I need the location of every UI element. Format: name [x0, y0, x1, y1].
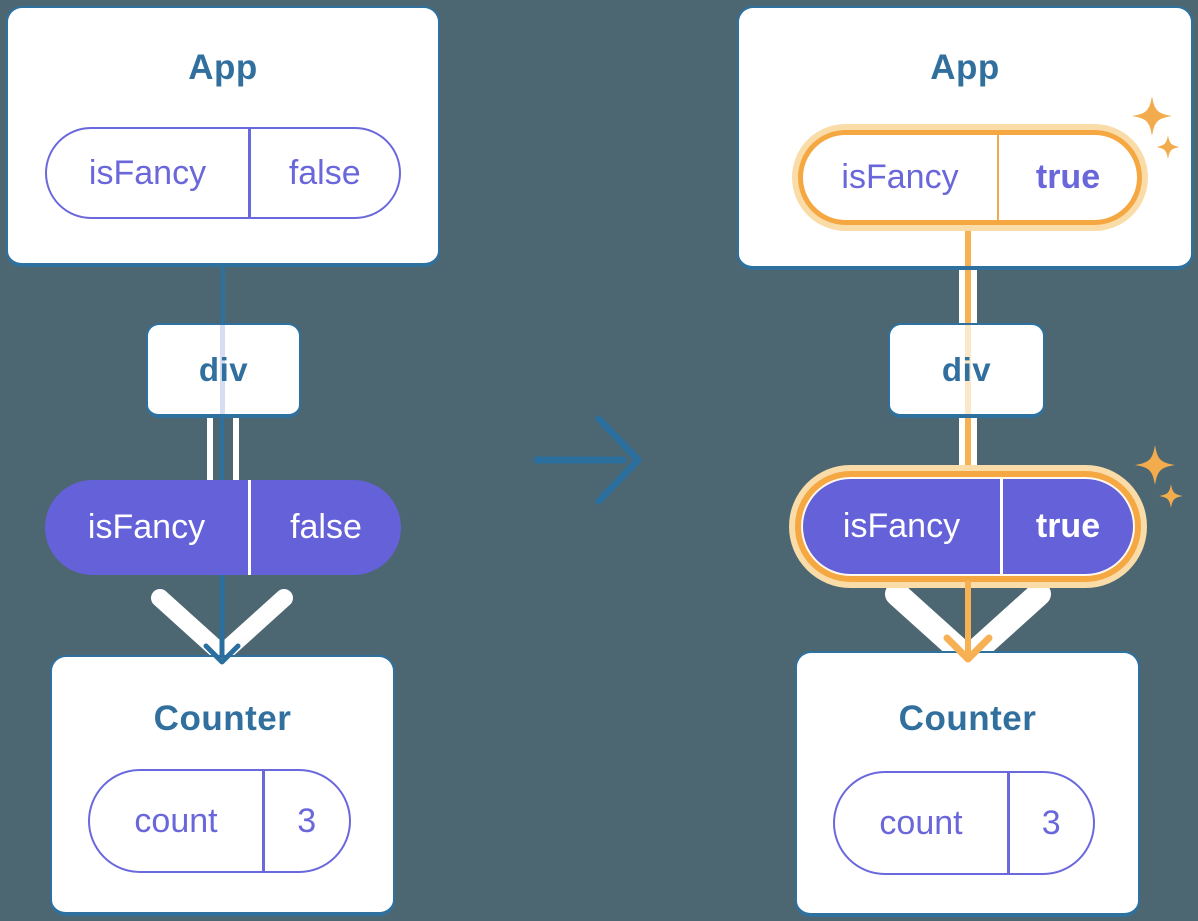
pill-divider [262, 771, 265, 871]
after-connector-left-rail [959, 418, 965, 466]
pill-divider [1000, 479, 1003, 574]
prop-name: isFancy [841, 158, 959, 196]
sparkle-icon [1132, 96, 1180, 159]
after-app-inner-flow-line [965, 225, 971, 266]
after-connector-prop-line [965, 418, 971, 466]
state-name: count [134, 801, 218, 840]
before-counter-state-pill: count 3 [88, 769, 351, 873]
after-connector-left-rail [959, 270, 965, 323]
state-name: count [879, 803, 963, 842]
after-div-card: div [888, 323, 1045, 418]
before-div-label: div [198, 350, 249, 388]
before-counter-card: Counter count 3 [50, 655, 395, 916]
after-passed-prop-pill: isFancy true [803, 479, 1133, 574]
before-counter-title: Counter [153, 699, 292, 738]
arrow-down-icon [203, 575, 241, 665]
arrow-right-icon [533, 415, 642, 505]
before-div-through-line [220, 325, 225, 414]
after-app-card: App isFancy true [737, 6, 1193, 270]
pill-divider [248, 480, 251, 575]
pill-divider [248, 129, 251, 217]
state-value: 3 [1041, 803, 1061, 842]
after-div-label: div [941, 350, 992, 388]
before-app-card: App isFancy false [6, 6, 440, 267]
prop-value: false [290, 508, 362, 546]
after-connector-right-rail [971, 418, 977, 466]
before-app-prop-pill: isFancy false [45, 127, 401, 219]
after-counter-card: Counter count 3 [795, 651, 1140, 917]
before-connector-left-rail [207, 418, 213, 480]
prop-value: true [1035, 507, 1101, 545]
prop-value: false [288, 153, 361, 192]
after-counter-title: Counter [898, 699, 1037, 738]
state-value: 3 [297, 801, 317, 840]
prop-name: isFancy [88, 153, 207, 192]
prop-name: isFancy [87, 508, 206, 546]
before-app-title: App [188, 48, 258, 87]
before-connector-app-div [221, 267, 225, 323]
pill-divider [1007, 773, 1010, 873]
after-connector-right-rail [971, 270, 977, 323]
before-div-card: div [146, 323, 301, 418]
after-div-through-line [965, 325, 971, 414]
pill-divider [997, 135, 999, 220]
before-connector-prop-line [220, 418, 224, 480]
before-connector-right-rail [233, 418, 239, 480]
after-app-title: App [930, 48, 1000, 87]
after-app-prop-pill: isFancy true [798, 130, 1142, 225]
prop-name: isFancy [842, 507, 961, 545]
before-passed-prop-pill: isFancy false [45, 480, 401, 575]
after-connector-prop-line [965, 270, 971, 323]
prop-value: true [1035, 158, 1101, 196]
arrow-down-icon [943, 581, 993, 663]
after-counter-state-pill: count 3 [833, 771, 1095, 875]
sparkle-icon [1135, 445, 1183, 508]
